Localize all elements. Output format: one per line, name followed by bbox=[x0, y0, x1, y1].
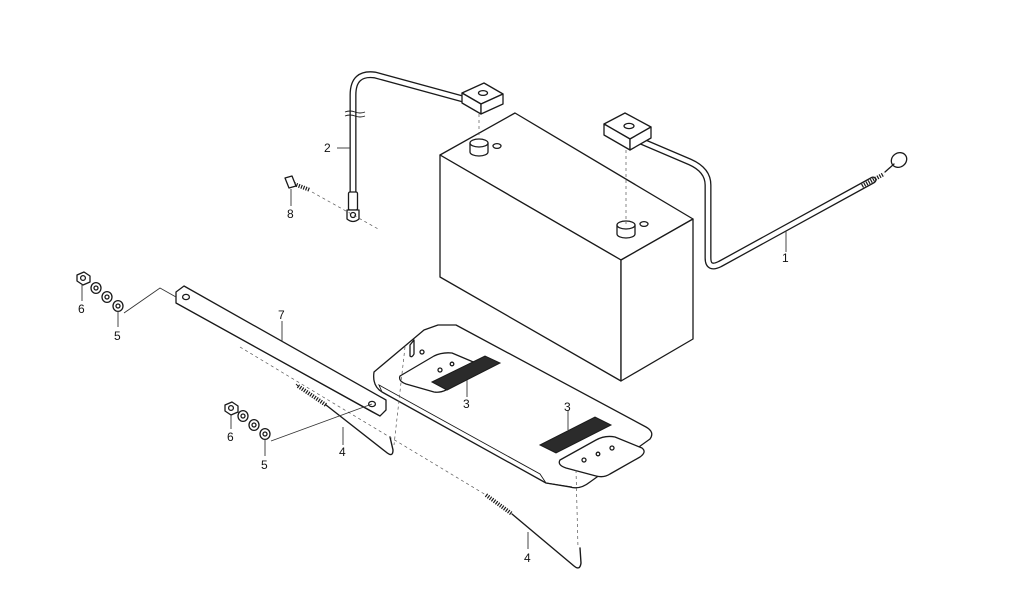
cable-ferrule bbox=[347, 191, 359, 211]
battery bbox=[439, 112, 694, 382]
leader-lines bbox=[81, 147, 787, 549]
bolt-8 bbox=[284, 175, 381, 231]
battery-cable-2 bbox=[344, 71, 504, 223]
callout-4-bottom: 4 bbox=[524, 551, 531, 565]
callout-6-upper: 6 bbox=[78, 302, 85, 316]
battery-terminal-left bbox=[469, 138, 489, 157]
rubber-pad-3 bbox=[430, 355, 502, 391]
callout-1: 1 bbox=[782, 251, 789, 265]
j-bolt-4-bottom bbox=[484, 493, 582, 569]
cable-eyelet bbox=[890, 152, 908, 168]
assembly-lines bbox=[123, 287, 579, 549]
callout-7: 7 bbox=[278, 308, 285, 322]
vent-cap bbox=[492, 142, 502, 150]
callout-2: 2 bbox=[324, 141, 331, 155]
callout-3-right: 3 bbox=[564, 400, 571, 414]
vent-cap bbox=[639, 220, 649, 228]
battery-tray bbox=[373, 324, 653, 489]
j-bolt-4-left bbox=[295, 383, 394, 456]
battery-cable-1 bbox=[603, 112, 908, 270]
callout-6-lower: 6 bbox=[227, 430, 234, 444]
callout-3-left: 3 bbox=[463, 397, 470, 411]
battery-terminal-right bbox=[616, 220, 636, 239]
battery-side bbox=[620, 218, 694, 382]
callouts: 1 2 3 3 4 4 5 5 6 6 7 8 bbox=[78, 141, 789, 565]
fastener-set-lower bbox=[224, 401, 271, 441]
callout-4-left: 4 bbox=[339, 445, 346, 459]
callout-5-lower: 5 bbox=[261, 458, 268, 472]
fastener-set-upper bbox=[76, 271, 124, 313]
callout-8: 8 bbox=[287, 207, 294, 221]
hold-down-bar-7 bbox=[175, 285, 387, 417]
rubber-pad-3 bbox=[538, 416, 613, 454]
callout-5-upper: 5 bbox=[114, 329, 121, 343]
